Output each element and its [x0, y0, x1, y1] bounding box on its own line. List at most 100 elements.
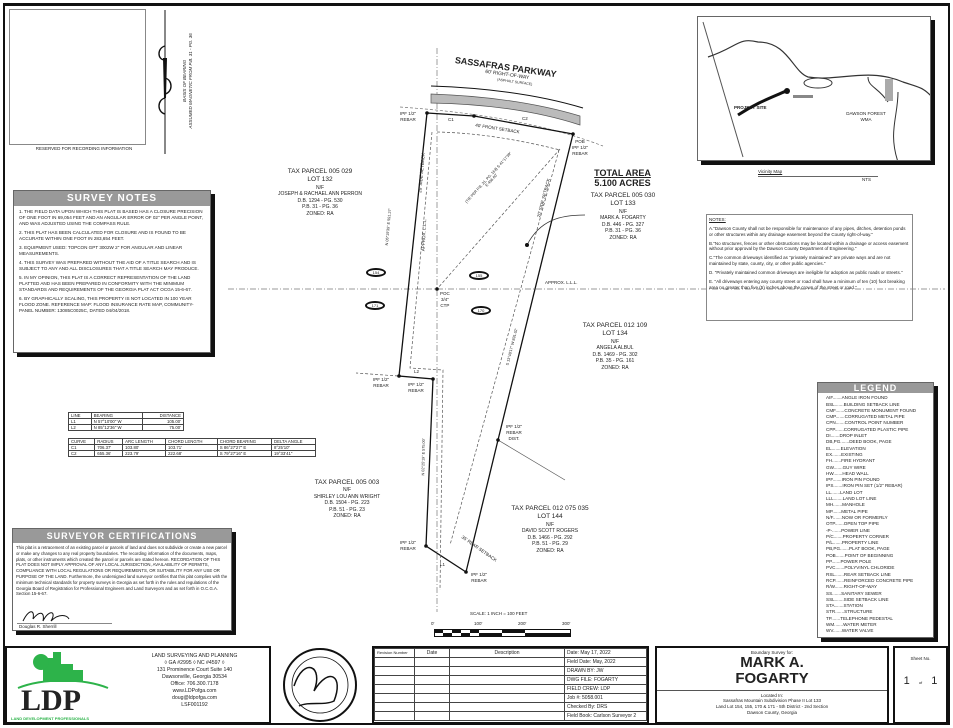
- survey-note: 4. THIS SURVEY WAS PREPARED WITHOUT THE …: [19, 259, 199, 271]
- company-tagline: LAND DEVELOPMENT PROFESSIONALS: [11, 716, 90, 721]
- legend-item: PVC.......POLYVINYL CHLORIDE: [826, 565, 895, 571]
- scale-tick: 300': [562, 621, 571, 626]
- note-item: C."The common driveways identified as "p…: [709, 255, 891, 267]
- legend-item: LLL.......LAND LOT LINE: [826, 496, 877, 502]
- sheet-total: 1: [931, 675, 938, 687]
- legend-item: MP.......METAL PIPE: [826, 508, 868, 514]
- scale-label: SCALE: 1 INCH = 100 FEET: [470, 611, 528, 616]
- vicinity-map-drawing: [702, 21, 930, 160]
- survey-notes-title: SURVEY NOTES: [14, 191, 210, 206]
- curve-c2-label: C2: [522, 116, 528, 121]
- notes-box: NOTES: A."Dawson County shall not be res…: [706, 214, 913, 321]
- note-item: A."Dawson County shall not be responsibl…: [709, 225, 906, 237]
- legend-item: TP.......TELEPHONE PEDESTAL: [826, 615, 893, 621]
- certification-text: This plat is a retracement of an existin…: [16, 545, 228, 597]
- nts-label: NTS: [862, 177, 871, 182]
- legend-item: N/F.......NOW OR FORMERLY: [826, 514, 888, 520]
- legend-item: DI.......DROP INLET: [826, 433, 868, 439]
- legend-item: POB.......POINT OF BEGINNING: [826, 552, 894, 558]
- owner-leader-line: [526, 214, 586, 246]
- legend-item: -P-.......POWER LINE: [826, 527, 870, 533]
- legend-item: GW.......GUY WIRE: [826, 464, 866, 470]
- company-logo-text: LDP: [21, 684, 81, 717]
- legend-item: IPS.......IRON PIN SET (1/2" REBAR): [826, 483, 903, 489]
- vicinity-divider: [758, 176, 878, 177]
- plat-drawing: [228, 48, 945, 612]
- total-area-acres: 5.100 ACRES: [594, 178, 651, 188]
- legend-item: AIF.......ANGLE IRON FOUND: [826, 395, 888, 401]
- legend-item: MH.......MANHOLE: [826, 502, 865, 508]
- legend-item: DB,PG.......DEED BOOK, PAGE: [826, 439, 892, 445]
- legend-item: P/C.......PROPERTY CORNER: [826, 533, 889, 539]
- legend-item: P/L.......PROPERTY LINE: [826, 540, 879, 546]
- front-setback-line: [436, 131, 561, 151]
- land-lot-170: 170: [471, 306, 491, 315]
- scale-tick: 100': [474, 621, 483, 626]
- note-item: B."No structures, fences or other obstru…: [709, 240, 909, 252]
- vicinity-map: PROJECT SITE DAWSON FOREST WMA: [697, 16, 931, 161]
- legend-item: CMP.......CORRUGATED METAL PIPE: [826, 414, 905, 420]
- forest-label: DAWSON FOREST WMA: [846, 111, 886, 122]
- legend-item: CMF.......CONCRETE MONUMENT FOUND: [826, 407, 917, 413]
- signer-name: Douglas R. Sherrill: [19, 624, 57, 629]
- recording-label: RESERVED FOR RECORDING INFORMATION: [35, 146, 133, 151]
- legend-item: BSL.......BUILDING SETBACK LINE: [826, 401, 900, 407]
- client-name-line1: MARK A.: [740, 654, 804, 671]
- ldp-logo-icon: [17, 652, 109, 689]
- legend-item: SS.......SANITARY SEWER: [826, 590, 882, 596]
- surveyor-seal-icon: [283, 648, 357, 722]
- legend-item: WV.......WATER VALVE: [826, 628, 874, 634]
- client-name-line2: FOGARTY: [735, 669, 809, 687]
- survey-note: 5. IN MY OPINION, THIS PLAT IS A CORRECT…: [19, 274, 192, 292]
- legend-item: R/W.......RIGHT-OF-WAY: [826, 584, 878, 590]
- note-item: D. "Privately maintained common driveway…: [709, 269, 903, 275]
- total-area: TOTAL AREA 5.100 ACRES: [585, 168, 660, 188]
- land-lot-171: 171: [365, 301, 385, 310]
- legend-item: SSL.......SIDE SETBACK LINE: [826, 596, 889, 602]
- sheet-border: [3, 3, 950, 725]
- legend-item: IPF.......IRON PIN FOUND: [826, 477, 880, 483]
- surveyor-certifications: SURVEYOR CERTIFICATIONS This plat is a r…: [12, 528, 232, 631]
- legend-item: CPN.......CONTROL POINT NUMBER: [826, 420, 904, 426]
- survey-note: 1. THE FIELD DATA UPON WHICH THIS PLAT I…: [19, 209, 203, 226]
- ipf-nw: IPF 1/2"REBAR: [400, 111, 417, 122]
- company-info: LAND SURVEYING AND PLANNING◊ GA #2995 ◊ …: [151, 653, 238, 709]
- legend-item: EX.......EXISTING: [826, 451, 863, 457]
- legend-item: PP.......POWER POLE: [826, 559, 872, 565]
- sheet-number: 1: [903, 675, 910, 687]
- east-side-setback: [449, 149, 560, 546]
- signature: [22, 611, 70, 622]
- road-north-edge: [430, 85, 584, 109]
- title-pre: Boundary Survey for:: [750, 650, 794, 655]
- north-arrow-icon: [158, 10, 172, 154]
- legend-item: LL.......LAND LOT: [826, 489, 863, 495]
- scale-tick: 200': [518, 621, 527, 626]
- client-title-block: Boundary Survey for: MARK A. FOGARTY Loc…: [655, 646, 889, 724]
- legend-item: CPP.......CORRUGATED PLASTIC PIPE: [826, 426, 909, 432]
- project-site-label: PROJECT SITE: [734, 105, 767, 110]
- notes-title: NOTES:: [709, 217, 726, 222]
- survey-notes: SURVEY NOTES 1. THE FIELD DATA UPON WHIC…: [13, 190, 211, 353]
- survey-note: 6. BY GRAPHICALLY SCALING, THIS PROPERTY…: [19, 295, 194, 313]
- recording-box: [9, 9, 146, 145]
- legend-item: OTP.......OPEN TOP PIPE: [826, 521, 880, 527]
- road-pavement: [430, 93, 581, 126]
- ipf-l2-west: IPF 1/2"REBAR: [373, 377, 390, 388]
- legend-item: STA.......STATION: [826, 603, 863, 609]
- legend-item: RSL.......REAR SETBACK LINE: [826, 571, 891, 577]
